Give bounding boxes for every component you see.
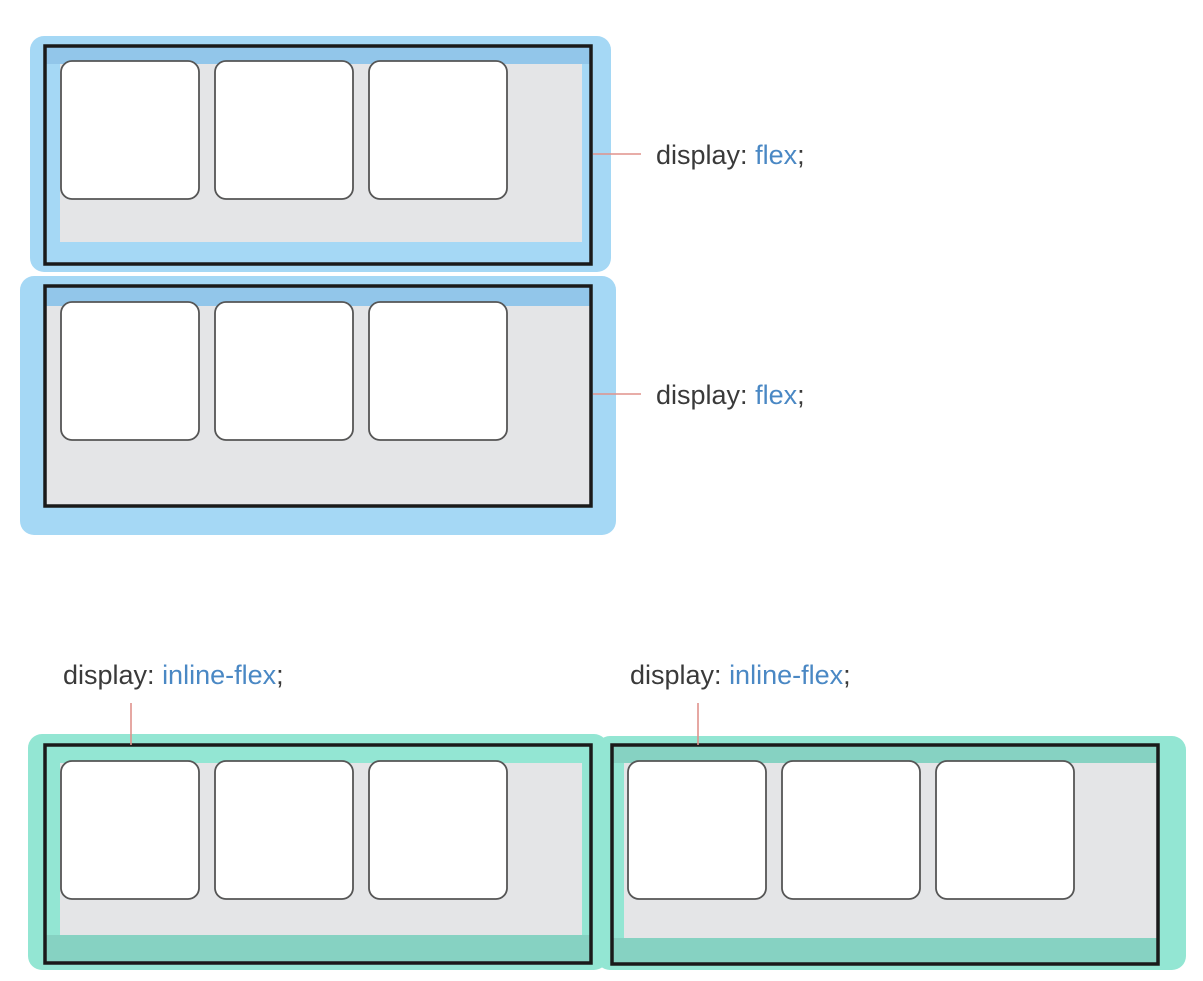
inline-flex-container-2-border xyxy=(610,743,1160,966)
inline-flex-container-1-item-3 xyxy=(368,760,508,900)
inline-flex-container-2-label-property: display: xyxy=(630,660,729,690)
inline-flex-container-2-bottom-band xyxy=(612,938,1158,964)
inline-flex-container-2 xyxy=(596,736,1186,970)
flex-container-1-label-property: display: xyxy=(656,140,755,170)
flex-container-2-item-3 xyxy=(368,301,508,441)
inline-flex-container-2-top-band xyxy=(612,745,1158,763)
inline-flex-container-2-item-2 xyxy=(781,760,921,900)
flex-container-1-item-1 xyxy=(60,60,200,200)
inline-flex-container-2-item-1 xyxy=(627,760,767,900)
flex-container-1-border xyxy=(43,44,593,266)
flex-container-1-label-value: flex xyxy=(755,140,798,170)
inline-flex-container-1-label-value: inline-flex xyxy=(162,660,277,690)
flex-container-2-label-value: flex xyxy=(755,380,798,410)
inline-flex-container-1-item-1 xyxy=(60,760,200,900)
flex-container-2 xyxy=(20,276,616,535)
flex-container-2-label-terminator: ; xyxy=(797,380,805,410)
inline-flex-container-2-label-terminator: ; xyxy=(843,660,851,690)
inline-flex-container-1-bottom-band xyxy=(45,935,591,963)
flex-container-2-label: display: flex; xyxy=(656,380,805,410)
inline-flex-container-2-label: display: inline-flex; xyxy=(630,660,851,690)
inline-flex-container-1-label: display: inline-flex; xyxy=(63,660,284,690)
flex-container-1-top-band xyxy=(45,46,591,64)
flex-container-1-item-3 xyxy=(368,60,508,200)
flex-container-1-item-2 xyxy=(214,60,354,200)
inline-flex-container-1-label-terminator: ; xyxy=(276,660,284,690)
flex-container-1 xyxy=(30,36,611,272)
inline-flex-container-1-label-property: display: xyxy=(63,660,162,690)
inline-flex-container-1-item-2 xyxy=(214,760,354,900)
inline-flex-container-1-border xyxy=(43,743,593,965)
flex-container-2-item-2 xyxy=(214,301,354,441)
flex-container-2-border xyxy=(43,284,593,508)
inline-flex-container-2-item-3 xyxy=(935,760,1075,900)
flex-container-2-label-property: display: xyxy=(656,380,755,410)
flex-container-2-item-1 xyxy=(60,301,200,441)
flex-container-1-label-terminator: ; xyxy=(797,140,805,170)
inline-flex-container-2-label-value: inline-flex xyxy=(729,660,844,690)
flex-container-2-top-band xyxy=(45,286,591,306)
inline-flex-container-1 xyxy=(28,734,608,970)
flex-container-1-label: display: flex; xyxy=(656,140,805,170)
